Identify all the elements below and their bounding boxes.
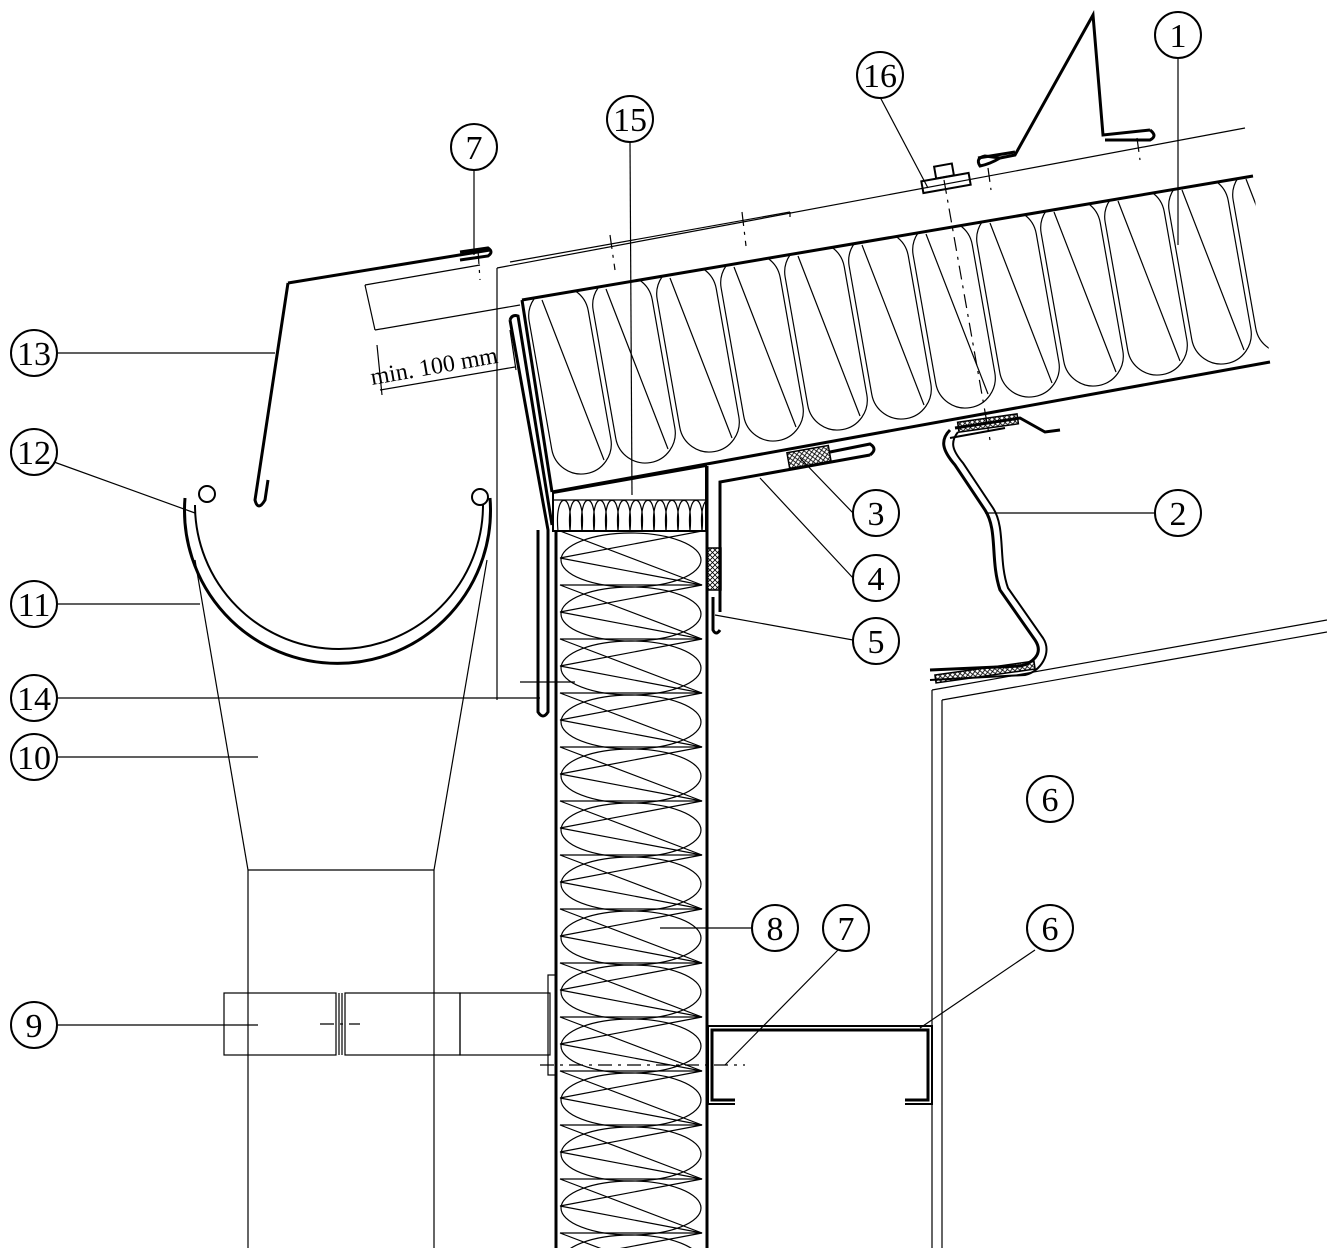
svg-text:3: 3	[868, 496, 885, 533]
svg-text:10: 10	[17, 740, 51, 777]
roof-flashing-lines	[364, 127, 1246, 700]
svg-text:2: 2	[1170, 496, 1187, 533]
callout-13: 13	[10, 329, 58, 377]
callout-15: 15	[606, 95, 654, 143]
mineral-wool-pattern	[553, 499, 706, 531]
gutter	[183, 485, 492, 665]
callout-7-bottom: 7	[822, 904, 870, 952]
svg-text:6: 6	[1042, 782, 1059, 819]
c-profile-girt	[707, 1025, 933, 1105]
callout-6-upper: 6	[1026, 775, 1074, 823]
internal-lining-plate	[931, 619, 1327, 1248]
callout-10: 10	[10, 733, 58, 781]
upper-flashing	[976, 9, 1156, 168]
callout-14: 14	[10, 674, 58, 722]
callout-12: 12	[10, 428, 58, 476]
eave-flashing	[508, 314, 575, 718]
svg-text:8: 8	[767, 911, 784, 948]
callout-16: 16	[856, 51, 904, 99]
svg-text:4: 4	[868, 561, 885, 598]
z-purlin	[929, 413, 1061, 684]
callout-4: 4	[852, 554, 900, 602]
callout-5: 5	[852, 617, 900, 665]
svg-text:14: 14	[17, 681, 51, 718]
wall-sandwich-panel	[554, 466, 709, 1248]
roof-sandwich-panel	[520, 174, 1271, 494]
callout-3: 3	[852, 489, 900, 537]
svg-text:7: 7	[466, 130, 483, 167]
svg-text:11: 11	[18, 587, 51, 624]
seal-and-internal-flashing	[706, 442, 876, 635]
svg-text:7: 7	[838, 911, 855, 948]
front-eave-flashing	[253, 246, 517, 508]
callout-9: 9	[10, 1001, 58, 1049]
pipe-clamp	[223, 974, 745, 1076]
callout-1: 1	[1154, 11, 1202, 59]
roof-insulation-pattern	[528, 176, 1270, 475]
overlap-dimension-label: min. 100 mm	[369, 343, 501, 391]
callouts: 1 2 3 4 5 6 6 7	[10, 11, 1202, 1049]
svg-text:16: 16	[863, 58, 897, 95]
wall-insulation-pattern	[559, 531, 703, 1248]
callout-2: 2	[1154, 489, 1202, 537]
callout-6-lower: 6	[1026, 904, 1074, 952]
svg-text:15: 15	[613, 102, 647, 139]
leader-lines	[53, 58, 1179, 1066]
svg-text:1: 1	[1170, 18, 1187, 55]
svg-text:6: 6	[1042, 911, 1059, 948]
roof-fastener	[920, 162, 991, 441]
callout-8: 8	[751, 904, 799, 952]
downpipe-outlet	[194, 559, 488, 1248]
callout-7-top: 7	[450, 123, 498, 171]
svg-text:13: 13	[17, 336, 51, 373]
callout-11: 11	[10, 580, 58, 628]
svg-text:12: 12	[17, 435, 51, 472]
svg-text:5: 5	[868, 624, 885, 661]
svg-text:9: 9	[26, 1008, 43, 1045]
